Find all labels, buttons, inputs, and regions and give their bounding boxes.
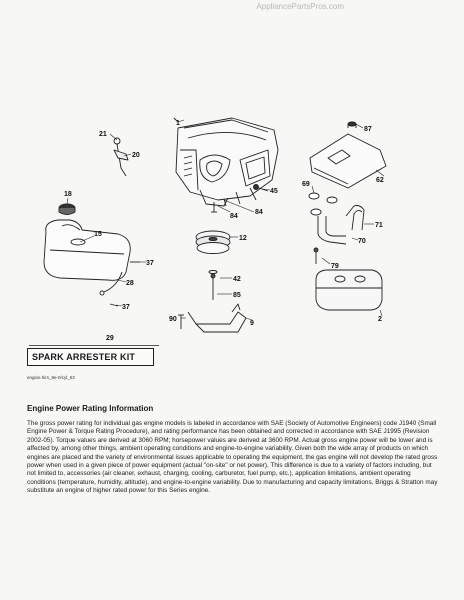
callout-37-upper: 37	[146, 260, 154, 267]
fuel-line-part-28[interactable]	[99, 261, 140, 307]
bolt-part-85[interactable]	[210, 273, 216, 300]
engine-power-rating-text: The gross power rating for individual ga…	[27, 420, 438, 495]
callout-84-right: 84	[255, 209, 263, 216]
callout-1: 1	[176, 120, 180, 127]
figure-code: engine.hirs_8e-0/cyl_63	[27, 375, 75, 380]
callout-2: 2	[378, 316, 382, 323]
section-title: Engine Power Rating Information	[27, 404, 154, 413]
callout-9: 9	[250, 320, 254, 327]
callout-85: 85	[233, 292, 241, 299]
callout-69: 69	[302, 181, 310, 188]
callout-87: 87	[364, 126, 372, 133]
callout-37-lower: 37	[122, 304, 130, 311]
callout-45: 45	[270, 188, 278, 195]
bolt-part-90[interactable]	[178, 314, 184, 329]
callout-29: 29	[106, 335, 114, 340]
callout-71: 71	[375, 222, 383, 229]
callout-42: 42	[233, 276, 241, 283]
exploded-parts-diagram: 1 21 20 18 15 37 28 37 29 12 84 84 45 42…	[43, 117, 387, 340]
bolt-part-87[interactable]	[347, 121, 357, 128]
heat-shield-part-62[interactable]	[309, 133, 387, 189]
washer-part-42[interactable]	[208, 270, 218, 274]
belt-guide-part-9[interactable]	[187, 303, 247, 333]
dipstick-part-20[interactable]	[113, 137, 129, 177]
callout-15: 15	[94, 231, 102, 238]
callout-28: 28	[126, 280, 134, 287]
exhaust-pipe-part-71[interactable]	[317, 205, 365, 245]
spark-arrester-kit-label[interactable]: SPARK ARRESTER KIT	[27, 345, 159, 366]
callout-12: 12	[239, 235, 247, 242]
callout-70: 70	[358, 238, 366, 245]
callout-21: 21	[99, 131, 107, 138]
bolt-part-79[interactable]	[313, 247, 319, 264]
callout-62: 62	[376, 177, 384, 184]
callout-18: 18	[64, 191, 72, 198]
callout-90: 90	[169, 316, 177, 323]
fuel-tank-part-15[interactable]	[43, 219, 131, 281]
muffler-part-2[interactable]	[315, 269, 383, 311]
gasket-part-69[interactable]	[308, 192, 338, 216]
callout-20: 20	[132, 152, 140, 159]
pulley-part-12[interactable]	[195, 230, 231, 254]
callout-79: 79	[331, 263, 339, 270]
engine-part-1[interactable]	[173, 117, 279, 207]
callout-84-left: 84	[230, 213, 238, 220]
fuel-cap-part-18[interactable]	[58, 203, 76, 215]
watermark: AppliancePartsPros.com	[256, 2, 344, 11]
